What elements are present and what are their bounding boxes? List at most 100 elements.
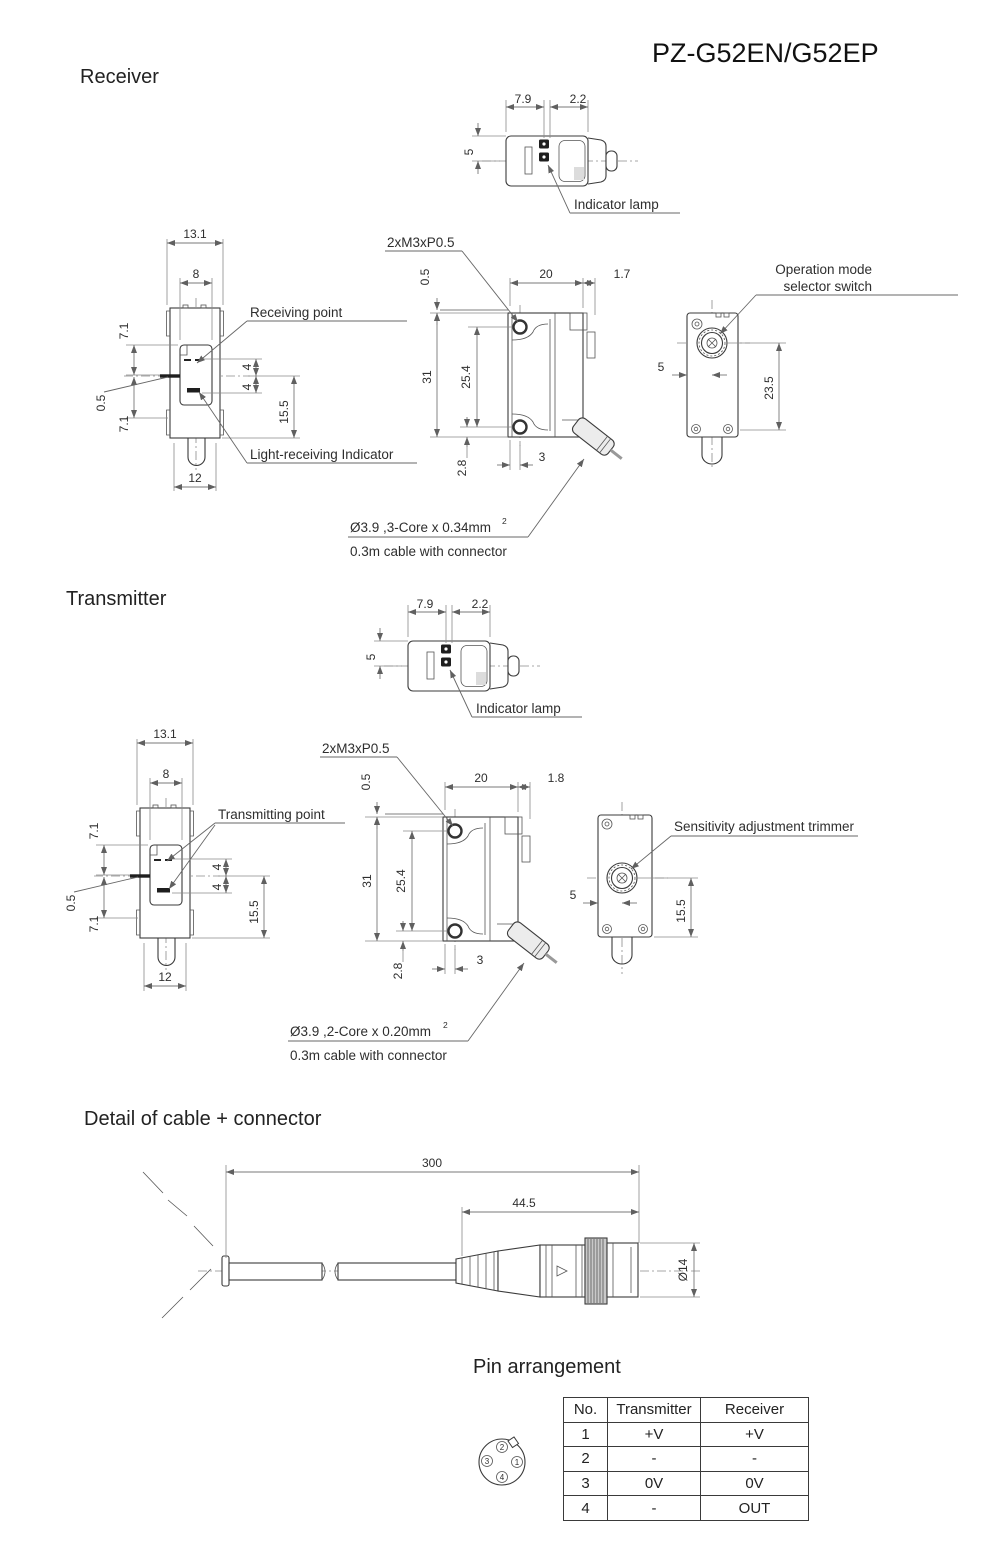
receiver-rear-view: Operation mode selector switch 5 23.5: [658, 262, 958, 470]
cable-detail-section-label: Detail of cable + connector: [84, 1108, 322, 1130]
pin-table-wrap: No. Transmitter Receiver 1 +V +V 2 - - 3…: [563, 1397, 809, 1521]
pin-table-header-transmitter: Transmitter: [607, 1397, 701, 1423]
transmitter-cable-note-line2: 0.3m cable with connector: [290, 1048, 447, 1063]
pin-transmitter-value: -: [607, 1446, 701, 1472]
operation-mode-label-line1: Operation mode: [775, 262, 872, 277]
dim-side-rear-lip: 1.8: [548, 771, 565, 785]
dim-side-depth: 20: [474, 771, 488, 785]
dim-rear-center-to-bottom: 23.5: [762, 376, 776, 400]
pin-transmitter-value: -: [607, 1495, 701, 1521]
receiver-front-view: 13.1 8 7.1 7.1 0.5 4 4 15.5: [94, 227, 417, 491]
dim-front-center-to-bottom: 15.5: [247, 900, 261, 924]
dim-cable-overall-length: 300: [422, 1156, 442, 1170]
pin-transmitter-value: 0V: [607, 1470, 701, 1497]
transmitter-rear-view: Sensitivity adjustment trimmer 5 15.5: [570, 802, 858, 974]
pin-4-number: 4: [500, 1473, 505, 1482]
screw-spec-label: 2xM3xP0.5: [387, 235, 455, 250]
pin-receiver-value: +V: [700, 1421, 809, 1448]
pin-no: 3: [563, 1470, 608, 1497]
dim-front-bottom-width: 12: [188, 471, 202, 485]
dim-front-window-width: 8: [163, 767, 170, 781]
dim-front-bottom-width: 12: [158, 970, 172, 984]
pin-4: [496, 1471, 508, 1483]
dim-side-height: 31: [360, 874, 374, 888]
dim-top-height: 5: [462, 148, 476, 155]
dim-front-overall-width: 13.1: [153, 727, 177, 741]
pin-no: 1: [563, 1421, 608, 1448]
receiving-point-label: Receiving point: [250, 305, 343, 320]
indicator-lamp-label: Indicator lamp: [574, 197, 659, 212]
transmitter-cable-note-line1: Ø3.9 ,2-Core x 0.20mm: [290, 1024, 431, 1039]
dim-top-height: 5: [364, 653, 378, 660]
screw-spec-label: 2xM3xP0.5: [322, 741, 390, 756]
pin-2: [496, 1441, 508, 1453]
dim-front-point-lower: 4: [240, 383, 254, 390]
pin-3-number: 3: [485, 1457, 490, 1466]
pin-1-number: 1: [515, 1458, 520, 1467]
dim-top-width-rear: 2.2: [472, 597, 489, 611]
receiver-side-view: 2xM3xP0.5 0.5 20 1.7 31 25.4 2.8: [348, 235, 631, 559]
dim-top-width-front: 7.9: [515, 92, 532, 106]
dim-side-height: 31: [420, 370, 434, 384]
dim-front-upper-offset: 7.1: [87, 822, 101, 839]
pin-table-row: 4 - OUT: [563, 1495, 809, 1521]
cable-connector-detail: 300 44.5 Ø14: [142, 1156, 700, 1319]
pin-receiver-value: OUT: [700, 1495, 809, 1521]
dim-connector-length: 44.5: [512, 1196, 536, 1210]
operation-mode-label-line2: selector switch: [783, 279, 872, 294]
dim-front-center-to-bottom: 15.5: [277, 400, 291, 424]
receiver-cable-note-line2: 0.3m cable with connector: [350, 544, 507, 559]
dim-rear-center-offset: 5: [570, 888, 577, 902]
transmitter-top-view: 7.9 2.2 5 Indicator lamp: [364, 597, 582, 718]
light-receiving-indicator-label: Light-receiving Indicator: [250, 447, 394, 462]
dim-side-hole-to-bottom: 2.8: [391, 962, 405, 979]
pin-table-header-no: No.: [563, 1397, 608, 1423]
pin-table-header-receiver: Receiver: [700, 1397, 809, 1423]
indicator-lamp-label: Indicator lamp: [476, 701, 561, 716]
pin-connector-face: 2 3 1 4: [478, 1436, 526, 1486]
transmitter-front-view: 13.1 8 7.1 7.1 0.5 4 4 15.5: [64, 727, 345, 991]
pin-table-row: 2 - -: [563, 1446, 809, 1472]
dim-side-hole-pitch: 25.4: [459, 365, 473, 389]
page-title: PZ-G52EN/G52EP: [652, 38, 879, 68]
dim-side-hole-inset: 3: [539, 450, 546, 464]
receiver-section-label: Receiver: [80, 66, 159, 88]
dim-side-hole-to-bottom: 2.8: [455, 459, 469, 476]
dim-front-point-lower: 4: [210, 883, 224, 890]
dim-rear-center-to-bottom: 15.5: [674, 899, 688, 923]
receiver-top-view: 7.9 2.2 5 Indicator lamp: [462, 92, 680, 214]
dim-side-lip: 0.5: [359, 773, 373, 790]
pin-receiver-value: 0V: [700, 1470, 809, 1497]
dim-front-point-upper: 4: [240, 363, 254, 370]
dim-front-lower-offset: 7.1: [87, 915, 101, 932]
dim-side-depth: 20: [539, 267, 553, 281]
pin-receiver-value: -: [700, 1446, 809, 1472]
dim-front-point-upper: 4: [210, 863, 224, 870]
pin-1: [511, 1456, 523, 1468]
pin-arrangement-section-label: Pin arrangement: [473, 1356, 621, 1378]
connector-key-notch: [507, 1436, 520, 1449]
dim-side-lip: 0.5: [418, 268, 432, 285]
dim-top-width-rear: 2.2: [570, 92, 587, 106]
transmitter-cable-note-sup: 2: [443, 1020, 448, 1030]
pin-no: 2: [563, 1446, 608, 1472]
receiver-cable-note-sup: 2: [502, 516, 507, 526]
pin-transmitter-value: +V: [607, 1421, 701, 1448]
dim-front-lower-offset: 7.1: [117, 415, 131, 432]
pin-no: 4: [563, 1495, 608, 1521]
dim-rear-center-offset: 5: [658, 360, 665, 374]
dim-front-axis-offset: 0.5: [94, 394, 108, 411]
pin-table-row: 1 +V +V: [563, 1421, 809, 1448]
dim-front-axis-offset: 0.5: [64, 894, 78, 911]
pin-3: [481, 1455, 493, 1467]
dim-front-upper-offset: 7.1: [117, 322, 131, 339]
dim-side-rear-lip: 1.7: [614, 267, 631, 281]
dim-connector-diameter: Ø14: [676, 1258, 690, 1281]
transmitter-side-view: 2xM3xP0.5 0.5 20 1.8 31 25.4 2.8: [288, 741, 565, 1063]
dim-front-window-width: 8: [193, 267, 200, 281]
pin-2-number: 2: [500, 1443, 505, 1452]
transmitting-point-label: Transmitting point: [218, 807, 325, 822]
dim-top-width-front: 7.9: [417, 597, 434, 611]
